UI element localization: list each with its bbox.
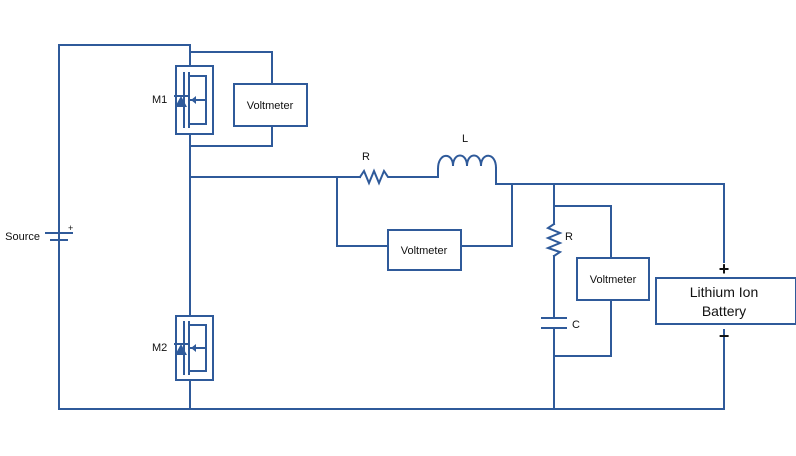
wire-rc-vm-bottom bbox=[553, 299, 612, 357]
battery-minus-sign: − bbox=[719, 326, 730, 346]
mosfet-m1: M1 bbox=[152, 65, 214, 135]
resistor-series-icon bbox=[358, 168, 391, 186]
battery-box bbox=[655, 277, 796, 325]
mosfet-m2: M2 bbox=[152, 315, 214, 381]
voltmeter-rc-label: Voltmeter bbox=[590, 274, 637, 286]
wire-rl-vm-right bbox=[460, 183, 513, 247]
wire-rc-vm-top bbox=[553, 205, 612, 259]
voltmeter-rl-box bbox=[387, 229, 462, 271]
wire-source-top bbox=[58, 44, 191, 237]
m2-arrow-icon bbox=[191, 344, 196, 352]
m1-source bbox=[188, 99, 207, 125]
source-label: Source bbox=[5, 231, 40, 243]
wire-l-to-battery bbox=[495, 167, 725, 263]
voltmeter-rl-label: Voltmeter bbox=[401, 245, 448, 257]
wire-bottom-rail bbox=[58, 235, 725, 410]
voltmeter-m1-box bbox=[233, 83, 308, 127]
wire-rl-vm-left bbox=[336, 176, 389, 247]
battery-label-line2: Battery bbox=[702, 303, 746, 319]
battery: Lithium Ion Battery + − bbox=[655, 259, 796, 346]
m1-label: M1 bbox=[152, 94, 167, 106]
resistor-series: R bbox=[358, 151, 391, 186]
voltmeter-rc: Voltmeter bbox=[576, 257, 650, 301]
voltmeter-m1-label: Voltmeter bbox=[247, 100, 294, 112]
resistor-shunt-label: R bbox=[565, 231, 573, 243]
m1-arrow-icon bbox=[191, 96, 196, 104]
battery-plus-sign: + bbox=[719, 259, 730, 279]
voltmeter-rc-box bbox=[576, 257, 650, 301]
source-plus-sign: + bbox=[68, 223, 73, 233]
wires bbox=[58, 44, 725, 410]
inductor-label: L bbox=[462, 133, 468, 145]
voltmeter-m1: Voltmeter bbox=[233, 83, 308, 127]
m2-label: M2 bbox=[152, 342, 167, 354]
inductor-icon bbox=[436, 154, 498, 171]
capacitor: C bbox=[541, 317, 580, 331]
m1-diode-icon bbox=[175, 96, 187, 107]
resistor-shunt-icon bbox=[545, 222, 563, 258]
capacitor-label: C bbox=[572, 319, 580, 331]
resistor-shunt: R bbox=[545, 222, 573, 258]
voltmeter-rl: Voltmeter bbox=[387, 229, 462, 271]
battery-label-line1: Lithium Ion bbox=[690, 284, 758, 300]
m1-drain bbox=[188, 75, 207, 101]
m2-drain bbox=[188, 324, 207, 349]
inductor: L bbox=[436, 133, 498, 171]
m2-diode-icon bbox=[175, 344, 187, 355]
m2-source bbox=[188, 347, 207, 372]
dc-source: + Source bbox=[5, 223, 73, 243]
resistor-series-label: R bbox=[362, 151, 370, 163]
